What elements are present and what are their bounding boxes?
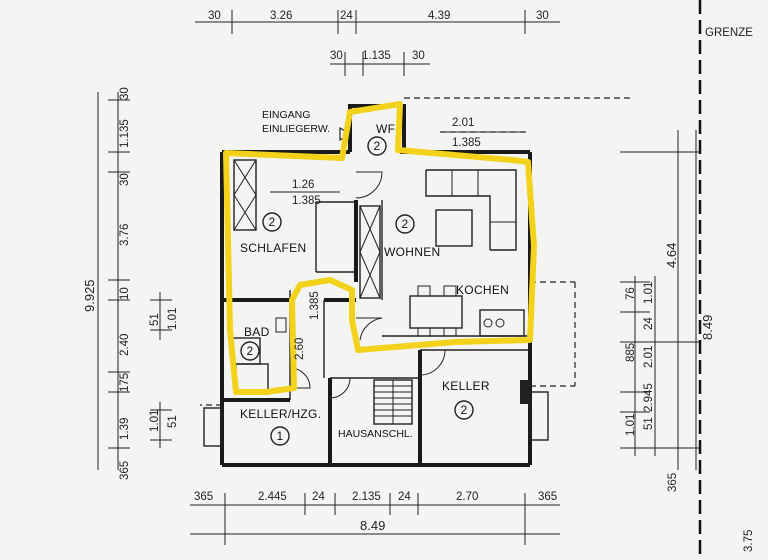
room-bad: BAD 2 bbox=[240, 325, 270, 361]
dim-top2-2: 1.135 bbox=[362, 50, 391, 62]
apartment-highlight bbox=[223, 101, 537, 395]
dimension-lines-bottom bbox=[190, 493, 560, 545]
dim-left-inner-3: 1.01 bbox=[149, 410, 161, 432]
room-wohnen-number: 2 bbox=[402, 217, 409, 231]
dim-int-4: 1.385 bbox=[292, 195, 321, 207]
furniture bbox=[231, 126, 525, 425]
room-schlafen-name: SCHLAFEN bbox=[240, 241, 306, 255]
dim-bottom-1: 365 bbox=[194, 491, 213, 503]
dim-left-2: 1.135 bbox=[119, 119, 131, 148]
boundary-label: GRENZE bbox=[705, 27, 753, 39]
room-keller: KELLER 2 bbox=[442, 379, 490, 420]
room-wf-name: WF bbox=[376, 122, 395, 136]
room-schlafen-number: 2 bbox=[269, 215, 276, 229]
dimension-lines-left bbox=[97, 92, 172, 470]
dim-right-inner-5: 2.01 bbox=[643, 346, 655, 368]
room-keller-name: KELLER bbox=[442, 379, 490, 393]
dim-bottom-7: 365 bbox=[538, 491, 557, 503]
dim-bottom-3: 24 bbox=[312, 491, 325, 503]
dim-top-5: 30 bbox=[536, 10, 549, 22]
dim-right-outer-2: 8.49 bbox=[700, 315, 715, 340]
dim-int-5: 1.385 bbox=[309, 291, 321, 320]
dim-right-inner-7: 1.01 bbox=[625, 414, 637, 436]
dim-bottom-2: 2.445 bbox=[258, 491, 287, 503]
room-keller-hzg-number: 1 bbox=[277, 429, 284, 443]
room-hausanschl: HAUSANSCHL. bbox=[338, 428, 413, 440]
room-wohnen: 2 WOHNEN bbox=[384, 214, 440, 259]
windows bbox=[203, 159, 549, 447]
dim-right-inner-8: 51 bbox=[643, 417, 655, 430]
entrance-label-1: EINGANG bbox=[262, 109, 310, 121]
dim-right-inner-4: 885 bbox=[625, 343, 637, 362]
dim-left-inner-4: 51 bbox=[167, 415, 179, 428]
dim-left-inner-1: 51 bbox=[149, 313, 161, 326]
dim-int-3: 1.26 bbox=[292, 179, 314, 191]
dim-right-outer-1: 4.64 bbox=[664, 243, 679, 268]
room-wf-number: 2 bbox=[374, 139, 381, 153]
dim-int-2: 1.385 bbox=[452, 137, 481, 149]
room-keller-hzg: KELLER/HZG. 1 bbox=[240, 407, 321, 446]
dim-bottom-6: 2.70 bbox=[456, 491, 478, 503]
dim-top-3: 24 bbox=[340, 10, 353, 22]
stairs bbox=[373, 379, 413, 425]
dimension-lines-top bbox=[195, 10, 560, 76]
room-hausanschl-name: HAUSANSCHL. bbox=[338, 428, 413, 440]
dim-left-9: 365 bbox=[119, 461, 131, 480]
room-bad-name: BAD bbox=[244, 325, 270, 339]
dimension-labels-right: 4.64 8.49 76 1.01 24 885 2.01 2.945 1.01… bbox=[625, 243, 715, 492]
dim-left-6: 2.40 bbox=[119, 334, 131, 356]
dim-bottom-total: 8.49 bbox=[360, 518, 385, 533]
room-wohnen-name: WOHNEN bbox=[384, 245, 440, 259]
dim-int-6: 2.60 bbox=[294, 338, 306, 360]
dim-int-1: 2.01 bbox=[452, 117, 474, 129]
dim-left-5: 10 bbox=[119, 287, 131, 300]
dim-top-1: 30 bbox=[208, 10, 221, 22]
dimension-labels-bottom: 365 2.445 24 2.135 24 2.70 365 8.49 3.75 bbox=[194, 491, 755, 552]
dim-right-inner-3: 24 bbox=[643, 317, 655, 330]
dim-left-8: 1.39 bbox=[119, 418, 131, 440]
dimension-labels-top: 30 3.26 24 4.39 30 30 1.135 30 bbox=[208, 10, 549, 62]
entrance-label-2: EINLIEGERW. bbox=[262, 123, 330, 135]
dim-top2-1: 30 bbox=[330, 50, 343, 62]
dim-left-4: 3.76 bbox=[119, 224, 131, 246]
dim-bottom-4: 2.135 bbox=[352, 491, 381, 503]
room-keller-hzg-name: KELLER/HZG. bbox=[240, 407, 321, 421]
dim-top2-3: 30 bbox=[412, 50, 425, 62]
dim-left-7: 175 bbox=[119, 373, 131, 392]
dim-left-total: 9.925 bbox=[82, 279, 97, 312]
dim-right-inner-9: 365 bbox=[667, 473, 679, 492]
dim-top-2: 3.26 bbox=[270, 10, 292, 22]
dim-left-3: 30 bbox=[119, 173, 131, 186]
dim-right-inner-1: 76 bbox=[625, 287, 637, 300]
dim-left-1: 30 bbox=[119, 87, 131, 100]
dim-left-inner-2: 1.01 bbox=[167, 308, 179, 330]
room-bad-number: 2 bbox=[247, 344, 254, 358]
dim-corner: 3.75 bbox=[743, 530, 755, 552]
room-schlafen: 2 SCHLAFEN bbox=[240, 212, 306, 255]
room-keller-number: 2 bbox=[461, 403, 468, 417]
property-boundary: GRENZE bbox=[698, 0, 753, 560]
dimension-lines-right bbox=[620, 130, 700, 470]
interior-dimensions: 2.01 1.385 1.26 1.385 1.385 2.60 bbox=[270, 117, 520, 360]
dim-right-inner-6: 2.945 bbox=[643, 383, 655, 412]
room-kochen: KOCHEN bbox=[456, 283, 509, 297]
room-kochen-name: KOCHEN bbox=[456, 283, 509, 297]
dim-bottom-5: 24 bbox=[398, 491, 411, 503]
dim-top-4: 4.39 bbox=[428, 10, 450, 22]
room-labels: WF 2 2 SCHLAFEN 2 WOHNEN KOCHEN BAD 2 KE… bbox=[240, 109, 509, 446]
dim-right-inner-2: 1.01 bbox=[643, 282, 655, 304]
room-wf: WF 2 bbox=[367, 122, 395, 156]
dimension-labels-left: 30 1.135 30 3.76 10 2.40 175 1.39 365 9.… bbox=[82, 87, 179, 480]
